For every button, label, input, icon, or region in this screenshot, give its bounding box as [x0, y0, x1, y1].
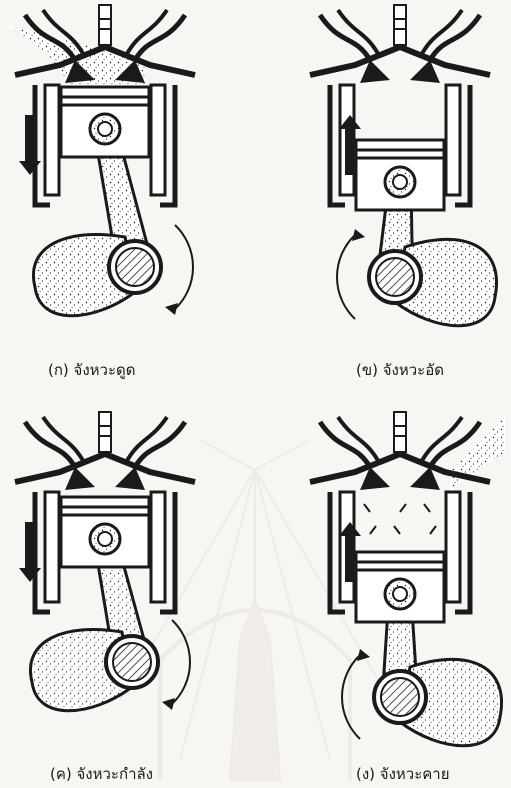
- crank-pin: [116, 248, 154, 286]
- piston: [356, 140, 444, 210]
- gas-expansion-arrow: [394, 526, 400, 534]
- crank-pin: [376, 258, 414, 296]
- rotation-arrowhead-icon: [162, 698, 175, 710]
- gas-expansion-arrow: [370, 526, 376, 534]
- rotation-arrow-icon: [175, 225, 193, 309]
- piston: [356, 552, 444, 622]
- intake-stroke-panel: [5, 5, 195, 316]
- power-stroke-panel: [15, 412, 195, 711]
- piston: [61, 87, 149, 157]
- caption-intake-stroke: (ก) จังหวะดูด: [48, 358, 136, 382]
- exhaust-stroke-panel: [310, 412, 505, 746]
- compression-stroke-panel: [310, 5, 497, 326]
- gas-expansion-arrow: [424, 504, 430, 512]
- rotation-arrow-icon: [172, 620, 190, 704]
- rotation-arrowhead-icon: [352, 229, 365, 241]
- rotation-arrowhead-icon: [357, 649, 370, 661]
- caption-compression-stroke: (ข) จังหวะอัด: [356, 358, 444, 382]
- arrow-down-icon: [19, 522, 41, 582]
- caption-power-stroke: (ค) จังหวะกำลัง: [50, 762, 153, 786]
- caption-exhaust-stroke: (ง) จังหวะคาย: [356, 762, 450, 786]
- crank-pin: [381, 678, 419, 716]
- gas-expansion-arrow: [400, 504, 406, 512]
- gas-expansion-arrow: [430, 526, 436, 534]
- rotation-arrow-icon: [337, 235, 355, 319]
- crank-pin: [113, 643, 151, 681]
- piston: [61, 497, 149, 567]
- gas-expansion-arrow: [364, 504, 370, 512]
- rotation-arrowhead-icon: [165, 303, 178, 315]
- arrow-down-icon: [19, 115, 41, 175]
